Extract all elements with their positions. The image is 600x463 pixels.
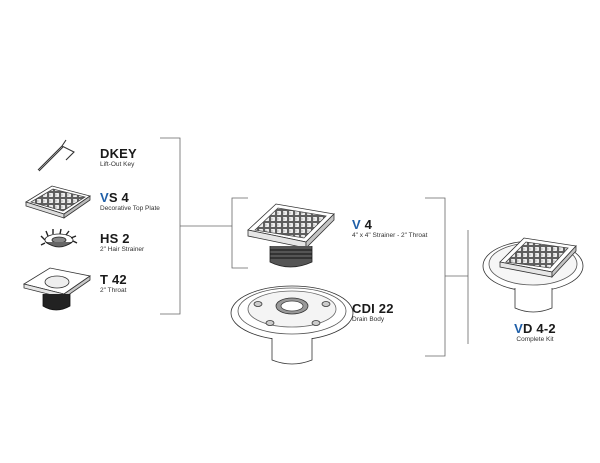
t42-description: 2" Throat bbox=[100, 287, 127, 294]
hs2-hair-strainer-icon bbox=[40, 228, 78, 248]
dkey-code: DKEY bbox=[100, 146, 137, 161]
bracket-left bbox=[160, 137, 232, 315]
cdi22-description: Drain Body bbox=[352, 316, 385, 323]
bracket-right bbox=[425, 197, 469, 357]
t42-code: T 42 bbox=[100, 272, 127, 287]
hs2-code: HS 2 bbox=[100, 231, 130, 246]
label-vd42: VD 4-2 Complete Kit bbox=[505, 322, 565, 344]
bracket-middle bbox=[231, 197, 248, 269]
label-t42: T 42 2" Throat bbox=[100, 273, 127, 295]
label-hs2: HS 2 2" Hair Strainer bbox=[100, 232, 144, 254]
label-cdi22: CDI 22 Drain Body bbox=[352, 302, 394, 324]
v4-code: V 4 bbox=[352, 217, 373, 232]
vd42-complete-kit-icon bbox=[482, 237, 584, 313]
label-dkey: DKEY Lift-Out Key bbox=[100, 147, 137, 169]
vd42-description: Complete Kit bbox=[516, 336, 554, 343]
cdi22-code: CDI 22 bbox=[352, 301, 394, 316]
dkey-key-icon bbox=[37, 139, 75, 172]
label-vs4: VS 4 Decorative Top Plate bbox=[100, 191, 160, 213]
t42-throat-icon bbox=[22, 267, 92, 311]
label-v4: V 4 4" x 4" Strainer - 2" Throat bbox=[352, 218, 427, 240]
vd42-code: VD 4-2 bbox=[514, 321, 556, 336]
vs4-code: VS 4 bbox=[100, 190, 129, 205]
vs4-top-plate-icon bbox=[25, 185, 91, 219]
v4-description: 4" x 4" Strainer - 2" Throat bbox=[352, 232, 428, 239]
cdi22-drain-body-icon bbox=[230, 285, 354, 365]
v4-strainer-icon bbox=[247, 203, 335, 268]
vs4-description: Decorative Top Plate bbox=[100, 205, 160, 212]
dkey-description: Lift-Out Key bbox=[100, 161, 135, 168]
hs2-description: 2" Hair Strainer bbox=[100, 246, 145, 253]
